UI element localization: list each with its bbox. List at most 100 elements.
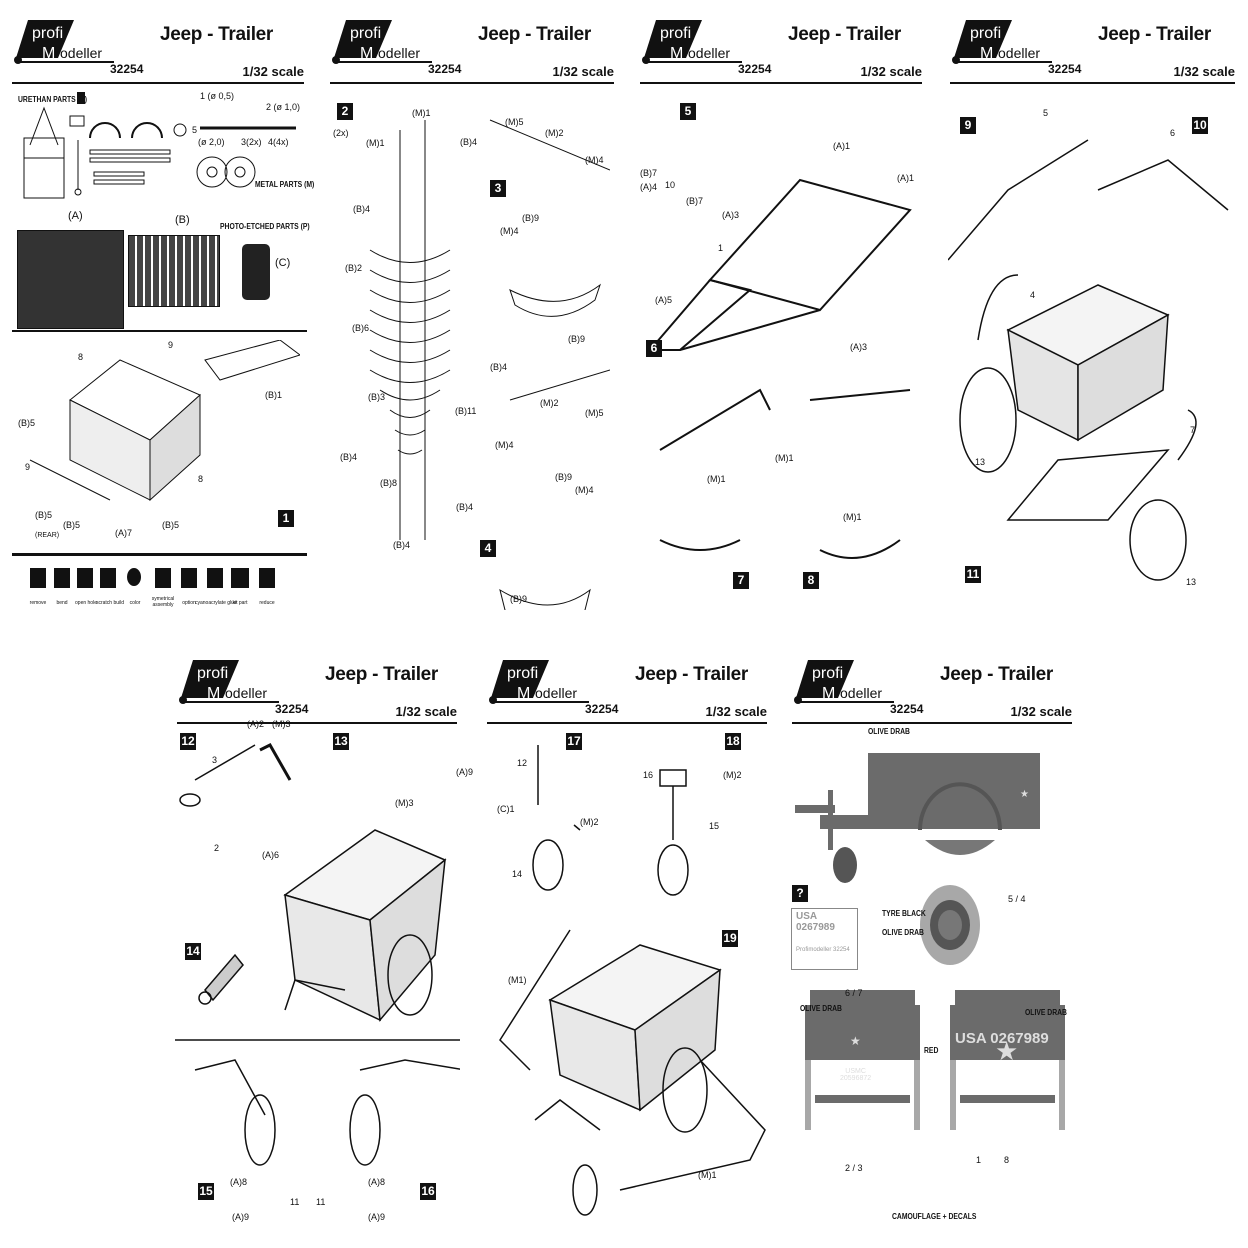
svg-text:M: M	[980, 45, 993, 62]
callout-label: (M)5	[505, 117, 524, 127]
color-callout: OLIVE DRAB	[868, 727, 910, 736]
svg-text:odeller: odeller	[535, 685, 577, 701]
step-number: 17	[566, 733, 582, 750]
part-label: 4(4x)	[268, 137, 289, 147]
callout-label: (M)4	[495, 440, 514, 450]
svg-text:odeller: odeller	[688, 45, 730, 61]
jack-wheel-assembly-drawing	[499, 745, 766, 1216]
callout: 9	[25, 462, 31, 472]
legend-label: remove	[29, 600, 47, 606]
decal-code: 32254	[833, 947, 850, 953]
callout-label: 13	[975, 457, 986, 467]
usa-marking: USA 0267989	[955, 1030, 1049, 1047]
svg-text:M: M	[360, 45, 373, 62]
callout: 9	[168, 340, 174, 350]
svg-text:★: ★	[995, 1036, 1018, 1066]
decal-ref: 8	[1004, 1155, 1010, 1165]
kit-number: 32254	[890, 702, 924, 716]
callout-label: (A)6	[262, 850, 280, 860]
sprue-b	[128, 235, 220, 307]
callout-label: (M1)	[508, 975, 527, 985]
part-label: 5	[192, 125, 198, 135]
svg-text:profi: profi	[32, 25, 63, 42]
step-number: 4	[480, 540, 496, 557]
callout: 8	[198, 474, 204, 484]
svg-text:M: M	[42, 45, 55, 62]
callout-label: 7	[1190, 425, 1196, 435]
callout-label: 11	[316, 1197, 326, 1207]
callout-label: (M)4	[575, 485, 594, 495]
scale-label: 1/32 scale	[1173, 64, 1235, 79]
callout-label: (M)2	[580, 817, 599, 827]
page-title: Jeep - Trailer	[788, 24, 902, 45]
callout-label: (A)4	[640, 182, 658, 192]
callout-label: (B)9	[568, 334, 586, 344]
callout-label: 14	[512, 869, 523, 879]
tow-bar-assembly-drawing	[175, 743, 460, 1166]
callout-label: (M)3	[395, 798, 414, 808]
sheet-c-label: (C)	[275, 257, 291, 269]
callout-label: (B)7	[686, 196, 704, 206]
svg-text:odeller: odeller	[60, 45, 102, 61]
page-title: Jeep - Trailer	[160, 24, 274, 45]
remove-icon	[30, 568, 46, 588]
legend-label: symetrical assembly	[151, 596, 175, 608]
svg-text:M: M	[822, 685, 835, 702]
callout: (A)7	[115, 528, 133, 538]
legend-label: option	[182, 600, 196, 606]
scratch-build-icon	[100, 568, 116, 588]
svg-text:profi: profi	[197, 665, 228, 682]
callout-label: (A)1	[897, 173, 915, 183]
scale-label: 1/32 scale	[395, 704, 457, 719]
callout-label: (A)8	[368, 1177, 386, 1187]
step-number: 16	[420, 1183, 436, 1200]
legend-label: color	[129, 600, 141, 606]
metal-parts-heading: METAL PARTS (M)	[255, 180, 315, 189]
callout-label: (A)3	[722, 210, 740, 220]
camouflage-drawing: ★★★	[795, 753, 1065, 1130]
callout-label: 12	[517, 758, 528, 768]
callout-label: 4	[1030, 290, 1036, 300]
reduce-icon	[259, 568, 275, 588]
callout-label: (M)2	[723, 770, 742, 780]
color-icon	[127, 568, 141, 586]
callout-label: (B)9	[522, 213, 540, 223]
svg-text:odeller: odeller	[225, 685, 267, 701]
leaf-spring-exploded-drawing	[369, 119, 610, 610]
legend-label: open hole	[75, 600, 97, 606]
callout-label: (A)1	[833, 141, 851, 151]
callout: (B)1	[265, 390, 283, 400]
scale-label: 1/32 scale	[552, 64, 614, 79]
page-title: Jeep - Trailer	[940, 664, 1054, 685]
callout-label: (M)1	[412, 108, 431, 118]
callout: (B)5	[63, 520, 81, 530]
callout: 8	[78, 352, 84, 362]
callout-label: (A)2	[247, 719, 265, 729]
photo-etched-heading: PHOTO-ETCHED PARTS (P)	[220, 222, 310, 231]
sheet-a-label: (A)	[68, 210, 83, 222]
divider	[12, 553, 307, 556]
rear-label: (REAR)	[35, 532, 60, 539]
svg-text:odeller: odeller	[840, 685, 882, 701]
bend-icon	[54, 568, 70, 588]
kit-number: 32254	[275, 702, 309, 716]
decal-brand: Profimodeller	[796, 947, 832, 953]
callout-label: (C)1	[497, 804, 515, 814]
callout-label: (M)1	[366, 138, 385, 148]
header-rule	[177, 722, 457, 724]
svg-text:profi: profi	[970, 25, 1001, 42]
callout-label: (B)3	[368, 392, 386, 402]
callout-label: 15	[709, 821, 720, 831]
decal-ref: 2 / 3	[845, 1163, 863, 1173]
step-number: 1	[278, 510, 294, 527]
chassis-frame-drawing	[647, 178, 912, 559]
sprue-a	[17, 230, 124, 329]
